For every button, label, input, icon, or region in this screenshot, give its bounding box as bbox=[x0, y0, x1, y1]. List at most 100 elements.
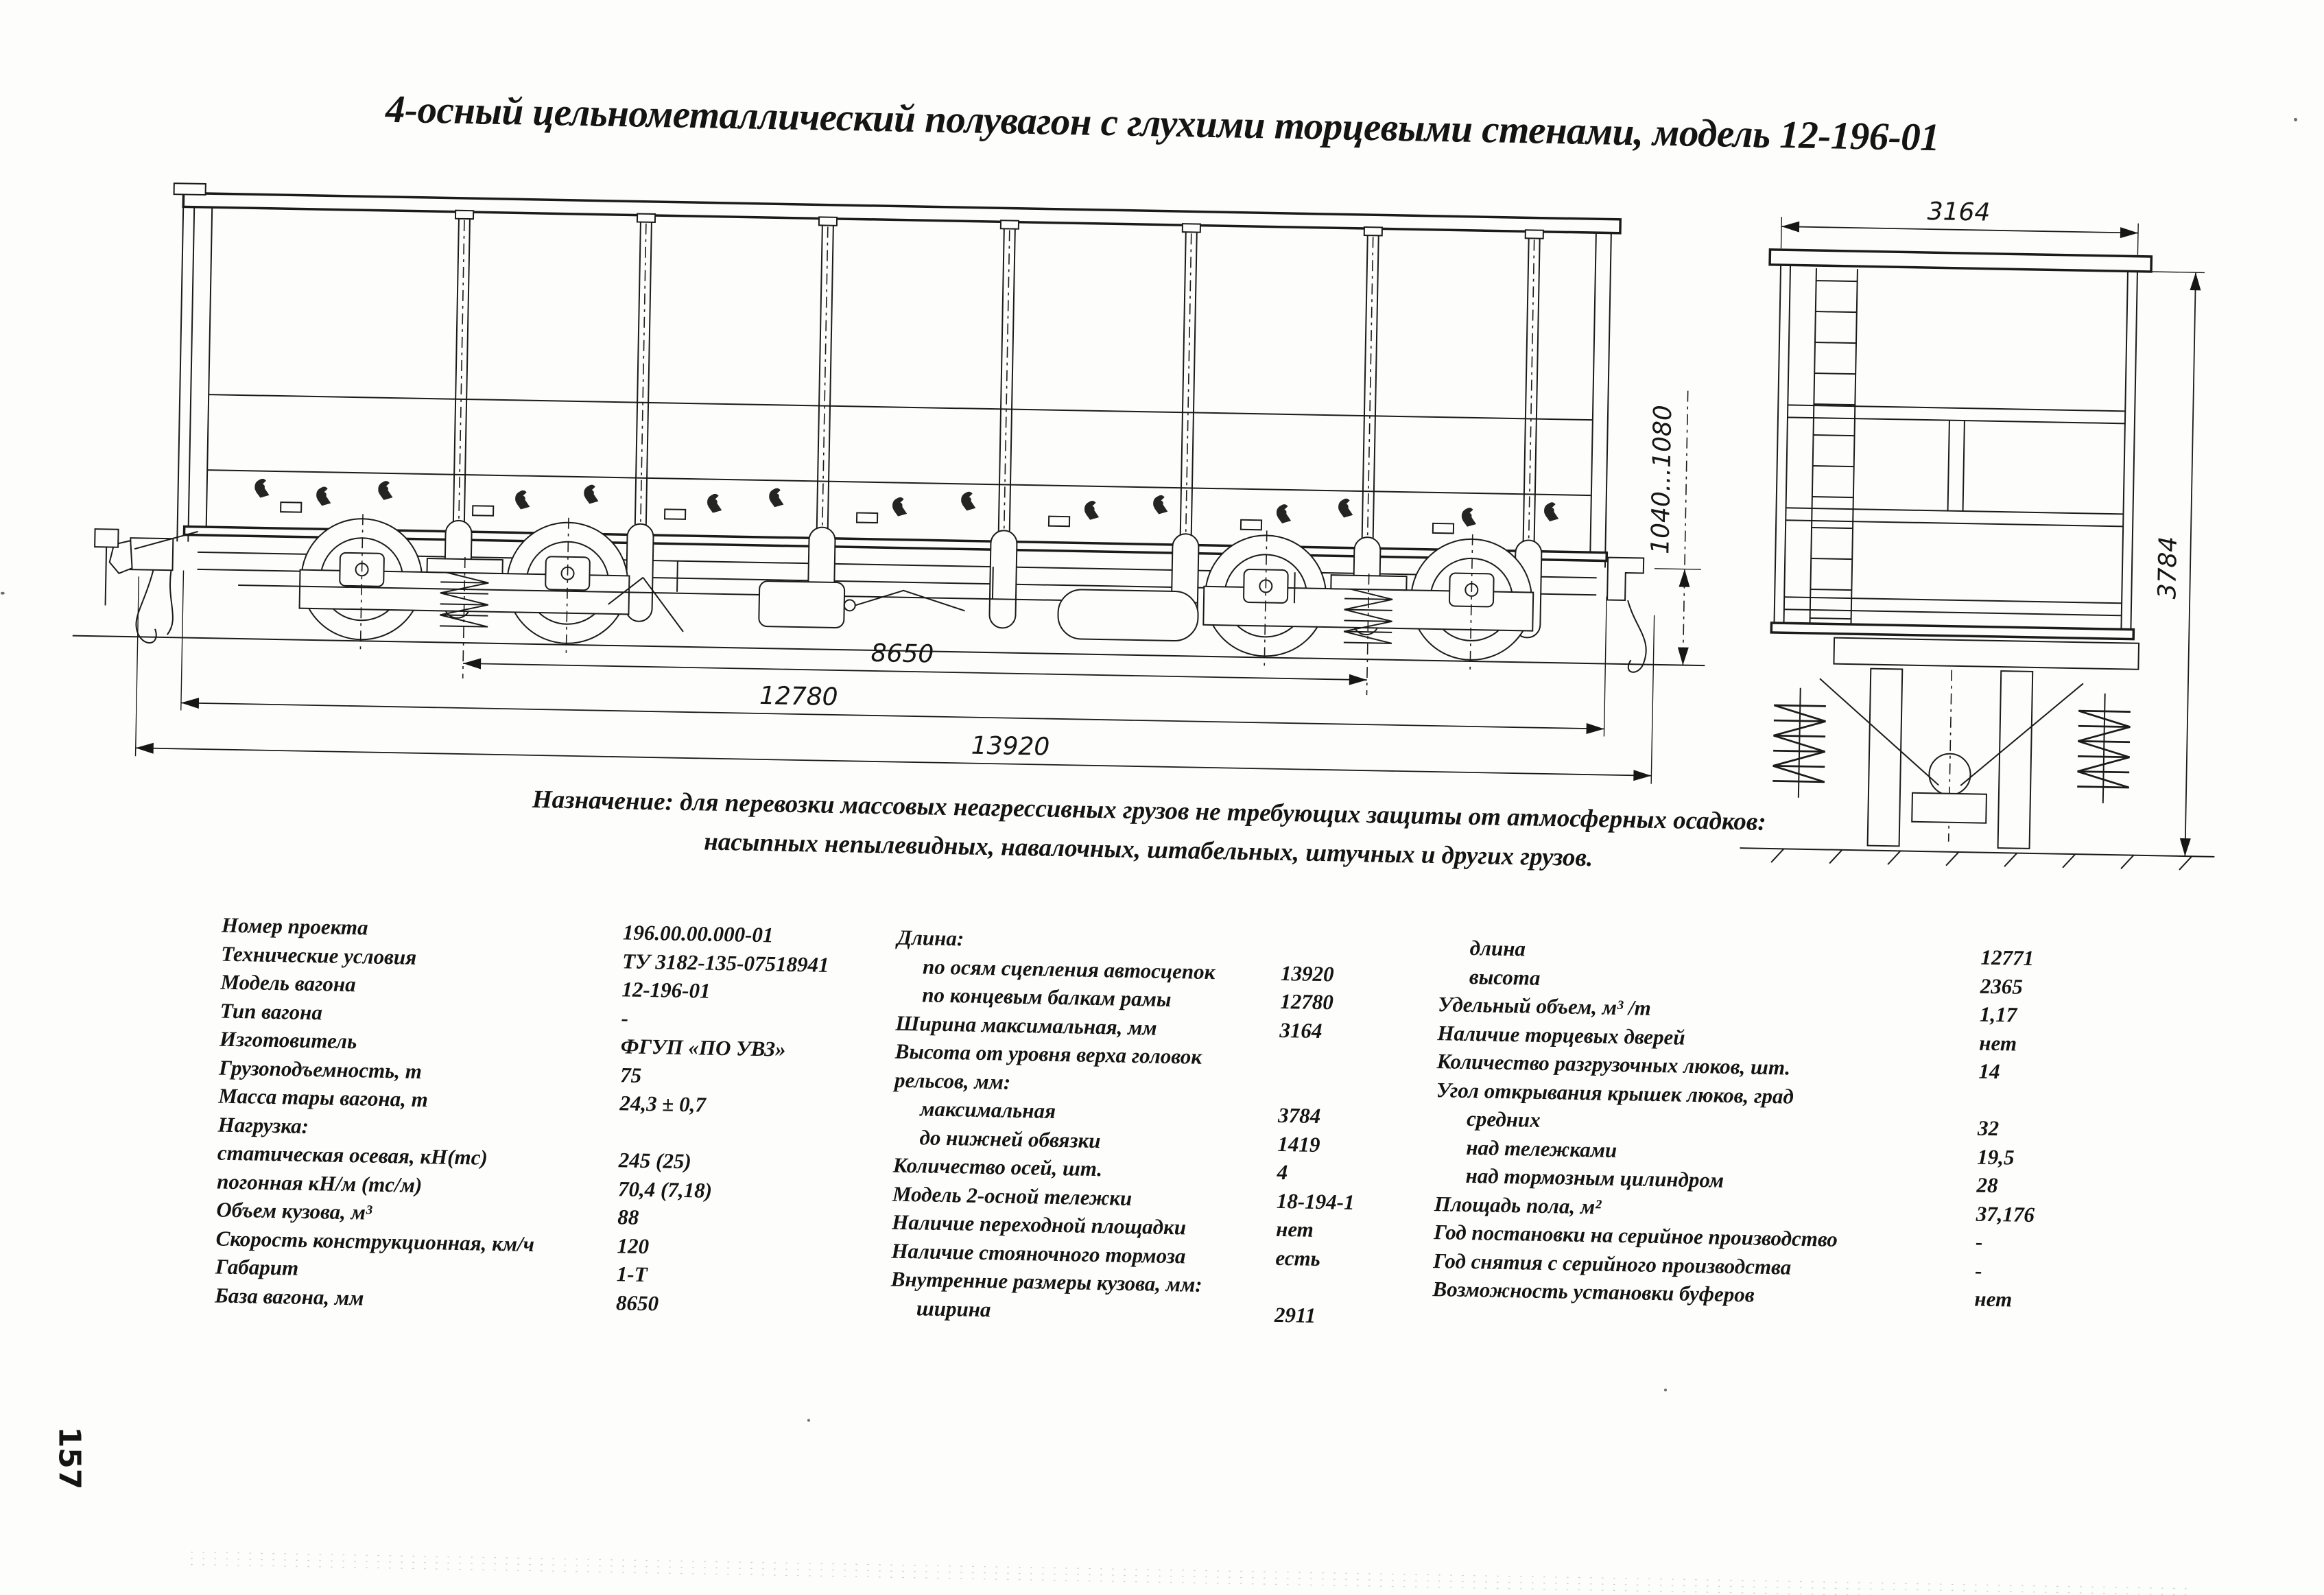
spec-label: высота bbox=[1469, 964, 1541, 990]
spec-label: рельсов, мм: bbox=[894, 1067, 1011, 1094]
spec-value: 24,3 ± 0,7 bbox=[619, 1091, 707, 1117]
spec-label: Номер проекта bbox=[221, 912, 368, 940]
spec-label: средних bbox=[1466, 1106, 1541, 1132]
spec-value: 3164 bbox=[1279, 1017, 1323, 1043]
spec-value: 1-Т bbox=[616, 1262, 648, 1287]
spec-label: Модель 2-осной тележки bbox=[892, 1181, 1133, 1210]
scan-noise bbox=[185, 1548, 2189, 1595]
coupler-right bbox=[1606, 556, 1647, 673]
spec-value: - bbox=[1974, 1258, 1982, 1283]
spec-value: 1,17 bbox=[1979, 1002, 2017, 1027]
brake-equipment bbox=[238, 560, 1296, 642]
spec-label: Технические условия bbox=[220, 941, 417, 969]
wagon-drawing: 8650 12780 13920 1040...1080 bbox=[72, 182, 2215, 871]
dim-coupler-height-label: 1040...1080 bbox=[1646, 405, 1677, 554]
spec-value: 37,176 bbox=[1976, 1201, 2035, 1227]
spec-label: по концевым балкам рамы bbox=[922, 982, 1172, 1012]
end-bogie bbox=[1771, 637, 2140, 849]
end-dimensions: 3164 3784 bbox=[1780, 198, 2205, 857]
spec-value: 1419 bbox=[1277, 1131, 1320, 1157]
spec-label: над тормозным цилиндром bbox=[1465, 1163, 1724, 1192]
spec-label: Грузоподъемность, т bbox=[218, 1055, 423, 1083]
spec-label: Возможность установки буферов bbox=[1432, 1277, 1755, 1307]
spec-value: - bbox=[621, 1005, 629, 1030]
scan-speck bbox=[0, 591, 5, 595]
spec-label: по осям сцепления автосцепок bbox=[922, 954, 1216, 984]
spec-value: 28 bbox=[1976, 1172, 1998, 1198]
spec-label: Наличие торцевых дверей bbox=[1437, 1020, 1685, 1050]
spec-value: 19,5 bbox=[1976, 1144, 2015, 1170]
spec-label: Высота от уровня верха головок bbox=[894, 1039, 1202, 1069]
spec-value: нет bbox=[1275, 1216, 1314, 1242]
scan-speck bbox=[1663, 1389, 1668, 1392]
spec-value: 12780 bbox=[1279, 989, 1334, 1015]
bogie-right bbox=[1202, 530, 1534, 696]
spec-label: погонная кН/м (тс/м) bbox=[216, 1169, 423, 1197]
spec-label: Масса тары вагона, т bbox=[218, 1083, 429, 1112]
spec-label: Наличие переходной площадки bbox=[891, 1209, 1187, 1240]
spec-value: ТУ 3182-135-07518941 bbox=[621, 948, 829, 977]
spec-value: нет bbox=[1974, 1286, 2013, 1312]
page-number: 157 bbox=[51, 1426, 87, 1490]
end-floor bbox=[1770, 622, 2135, 641]
spec-label: Количество осей, шт. bbox=[892, 1153, 1103, 1181]
spec-label: длина bbox=[1469, 935, 1526, 961]
spec-value: 2365 bbox=[1980, 973, 2024, 999]
end-top-cap bbox=[1768, 248, 2153, 273]
bogie-left bbox=[298, 514, 630, 679]
spec-label: Объем кузова, м³ bbox=[216, 1197, 372, 1225]
spec-value: 18-194-1 bbox=[1276, 1188, 1355, 1214]
dim-height-label: 3784 bbox=[2153, 536, 2183, 599]
spec-label: до нижней обвязки bbox=[919, 1124, 1101, 1153]
spec-value: нет bbox=[1979, 1030, 2017, 1056]
spec-value: 32 bbox=[1977, 1115, 2000, 1141]
brake-cylinder bbox=[758, 580, 846, 628]
spec-value: 12-196-01 bbox=[621, 977, 711, 1003]
spec-value: 14 bbox=[1978, 1059, 2000, 1084]
spec-value: 75 bbox=[619, 1062, 642, 1087]
side-view: 8650 12780 13920 1040...1080 bbox=[72, 182, 1705, 784]
spec-value: - bbox=[1975, 1229, 1983, 1254]
coupler-left bbox=[94, 528, 198, 644]
air-reservoir bbox=[1057, 589, 1199, 642]
spec-label: Удельный объем, м³ /т bbox=[1437, 992, 1652, 1020]
spec-label: Наличие стояночного тормоза bbox=[891, 1238, 1186, 1268]
spec-label: Изготовитель bbox=[219, 1026, 357, 1054]
spec-label: Скорость конструкционная, км/ч bbox=[215, 1226, 535, 1256]
spec-label: Длина: bbox=[897, 925, 964, 951]
spec-label: максимальная bbox=[919, 1096, 1056, 1123]
spec-label: Ширина максимальная, мм bbox=[895, 1011, 1157, 1040]
spec-value: 4 bbox=[1277, 1159, 1288, 1185]
spec-value: 88 bbox=[617, 1205, 639, 1229]
tie-down-hooks bbox=[254, 478, 1559, 534]
spec-value: 13920 bbox=[1280, 960, 1334, 986]
spec-value: 120 bbox=[617, 1233, 650, 1258]
spec-label: ширина bbox=[916, 1295, 991, 1321]
spec-value: 245 (25) bbox=[618, 1148, 692, 1174]
dim-base-label: 8650 bbox=[870, 639, 934, 669]
spec-label: Нагрузка: bbox=[217, 1112, 309, 1138]
spec-value: ФГУП «ПО УВЗ» bbox=[620, 1034, 786, 1061]
spec-label: База вагона, мм bbox=[214, 1283, 364, 1310]
scan-speck bbox=[2294, 117, 2298, 121]
spec-value: есть bbox=[1275, 1245, 1321, 1271]
spec-label: Площадь пола, м² bbox=[1434, 1191, 1602, 1219]
spec-value: 70,4 (7,18) bbox=[617, 1176, 713, 1203]
spec-label: Тип вагона bbox=[220, 998, 323, 1024]
end-view: 3164 3784 bbox=[1740, 198, 2215, 871]
end-ladder bbox=[1809, 268, 1858, 625]
spec-label: Габарит bbox=[215, 1254, 299, 1280]
spec-label: Модель вагона bbox=[220, 969, 357, 997]
dim-coupler-length-label: 13920 bbox=[971, 732, 1050, 761]
spec-value: 12771 bbox=[1980, 945, 2035, 971]
spec-value: 196.00.00.000-01 bbox=[622, 920, 774, 947]
spec-value: 3784 bbox=[1277, 1102, 1321, 1129]
spec-label: над тележками bbox=[1466, 1135, 1617, 1162]
dim-frame-length-label: 12780 bbox=[759, 682, 838, 711]
dim-width-label: 3164 bbox=[1927, 198, 1990, 227]
air-hose bbox=[1627, 600, 1647, 673]
